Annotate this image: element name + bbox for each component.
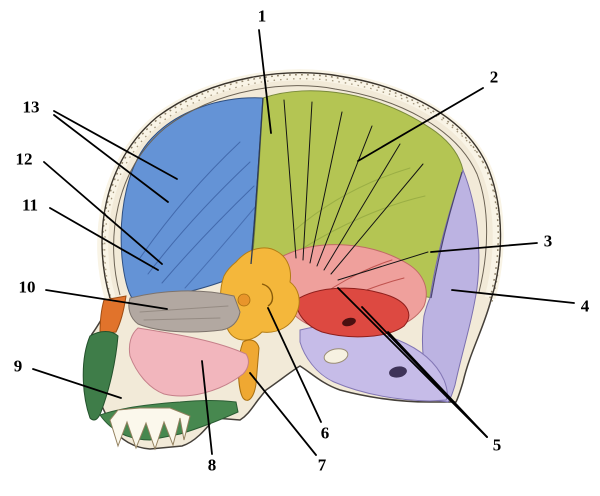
suture-pointer-line: [302, 101, 313, 261]
figure-label-11: 11: [22, 196, 38, 215]
leader-line-6: [267, 307, 322, 423]
leader-line-8: [201, 360, 213, 455]
leader-line-9: [32, 368, 122, 399]
lambdoid-suture: [430, 171, 463, 299]
frontal-bone-streaks: [139, 141, 257, 289]
figure-label-12: 12: [16, 150, 33, 169]
coronal-suture: [250, 97, 264, 265]
sella-turcica-contour: [261, 283, 274, 307]
ethmoid-streaks: [139, 305, 229, 321]
occipital-bone-region: [421, 168, 480, 403]
inner-table-line: [113, 85, 488, 296]
leader-line-11: [49, 207, 159, 271]
clinoid-process: [237, 293, 251, 307]
outer-table-line: [101, 72, 502, 301]
figure-label-13: 13: [23, 98, 40, 117]
figure-label-1: 1: [258, 7, 267, 26]
upper-teeth: [109, 407, 191, 451]
leader-line-13: [53, 110, 178, 180]
figure-label-8: 8: [208, 456, 217, 475]
leader-line-4: [451, 289, 575, 304]
leader-line-7: [249, 372, 317, 456]
figure-label-2: 2: [490, 68, 499, 87]
figure-label-6: 6: [321, 424, 330, 443]
suture-pointer-line: [337, 251, 429, 281]
leader-line-10: [45, 289, 168, 310]
internal-acoustic-meatus: [342, 317, 356, 327]
cranial-band: [97, 69, 504, 303]
figure-label-4: 4: [581, 297, 590, 316]
figure-label-5: 5: [493, 436, 502, 455]
leader-line-3: [430, 242, 538, 253]
figure-label-3: 3: [544, 232, 553, 251]
leader-line-1: [258, 29, 272, 134]
jugular-foramen: [389, 366, 407, 378]
leader-line-12: [43, 161, 163, 265]
suture-pointer-line: [316, 125, 373, 267]
suture-pointer-line: [283, 99, 297, 259]
sphenoid-bone-region: [220, 247, 300, 341]
figure-label-7: 7: [318, 456, 327, 475]
anterior-face-region: [82, 331, 119, 421]
leader-line-5: [387, 331, 488, 438]
maxilla-region: [128, 327, 249, 397]
suture-pointer-line: [309, 111, 343, 264]
acoustic-opening-highlight: [323, 348, 349, 364]
ethmoid-region: [128, 290, 241, 333]
petrous-temporal-region: [295, 287, 410, 338]
figure-label-10: 10: [19, 278, 36, 297]
suture-pointer-line: [323, 143, 401, 271]
leader-line-13: [53, 114, 169, 203]
parietal-bone-streaks: [294, 167, 426, 251]
leader-line-2: [357, 87, 484, 162]
nasal-bone-region: [99, 295, 127, 335]
suture-pointer-line: [330, 163, 424, 275]
leader-lines: [32, 29, 575, 456]
suture-pointer-lines: [283, 99, 429, 281]
figure-label-9: 9: [14, 357, 23, 376]
